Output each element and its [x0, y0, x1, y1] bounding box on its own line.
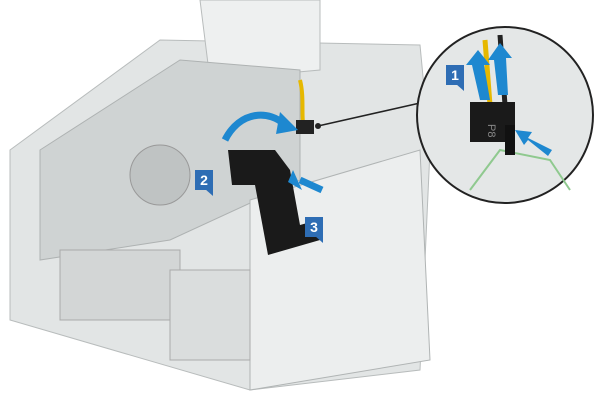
pull-arrow-1: [466, 50, 490, 100]
pull-arrow-2: [488, 43, 512, 95]
drive-bay: [199, 0, 321, 81]
press-arrow: [298, 176, 324, 194]
rear-io: [59, 249, 181, 321]
green-edge: [469, 148, 571, 191]
bracket: [228, 150, 320, 255]
latch: [505, 125, 515, 155]
callout-step-1: 1: [446, 65, 464, 91]
callout-step-3: 3: [305, 217, 323, 243]
leader-line: [317, 102, 421, 127]
expansion-slots: [169, 269, 251, 361]
rotate-arrow-head: [276, 112, 298, 134]
callout-step-2: 2: [195, 170, 213, 196]
yellow-wire: [482, 39, 493, 106]
power-connector: [296, 120, 314, 134]
press-arrow-head: [288, 170, 302, 190]
connector-label: P8: [485, 124, 497, 137]
press-latch-arrow: [515, 130, 552, 156]
fan: [129, 144, 191, 206]
leader-dot: [315, 123, 321, 129]
